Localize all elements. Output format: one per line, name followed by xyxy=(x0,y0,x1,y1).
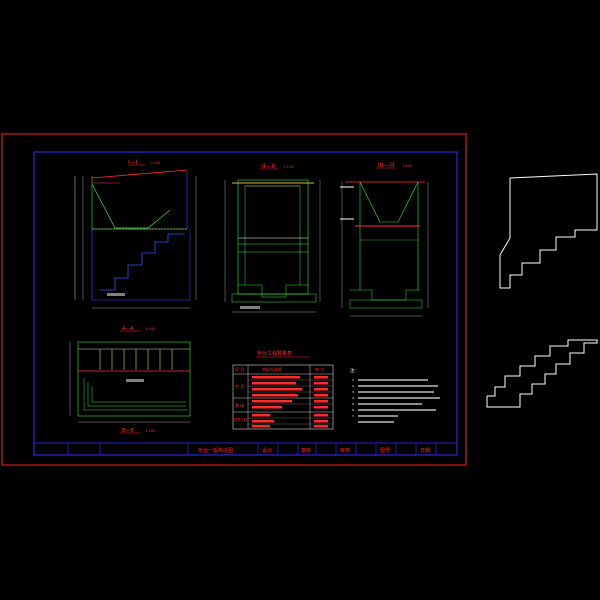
title-review: 复核 xyxy=(301,447,311,454)
title-block: 桥台一般构造图 设计 复核 审核 图号 日期 xyxy=(34,442,457,455)
plan-a-view: A—A 1:100 xyxy=(69,326,191,423)
note-line-5: 5. xyxy=(352,402,355,406)
title-design: 设计 xyxy=(262,447,272,454)
plan-b-title: B—B xyxy=(122,428,134,434)
notes-block: 注: 1. 2. 3. 4. 5. 6. 7. xyxy=(350,367,440,423)
section-1-view: I—I 1:100 xyxy=(74,159,197,309)
plan-a-scale: 1:100 xyxy=(145,327,155,331)
note-line-6: 6. xyxy=(352,408,355,412)
section-3-scale: 1:100 xyxy=(402,164,412,168)
outer-border xyxy=(1,133,467,466)
note-line-2: 2. xyxy=(352,384,355,388)
quantity-table: 桥台工程数量表 xyxy=(232,350,334,430)
notes-heading: 注: xyxy=(350,367,356,374)
table-header-unit: 单 位 xyxy=(315,366,324,372)
table-group-ancillary: 附属工程 xyxy=(234,417,248,422)
section-3-title: III—III xyxy=(378,162,395,169)
section-1-scale: 1:100 xyxy=(150,161,160,165)
table-header-item: 项 目 xyxy=(235,366,244,372)
section-1-title: I—I xyxy=(128,159,138,166)
plan-a-title: A—A xyxy=(122,326,134,332)
section-3-view: III—III 1:100 xyxy=(340,162,429,317)
drawing-name: 桥台一般构造图 xyxy=(198,447,233,454)
plan-b-scale: 1:100 xyxy=(145,429,155,433)
title-sheet-no: 图号 xyxy=(380,448,390,454)
table-title: 桥台工程数量表 xyxy=(257,350,292,357)
side-outline-lower xyxy=(486,339,598,408)
section-2-title: II—II xyxy=(262,163,275,170)
table-group-foundation: 基 础 xyxy=(235,402,244,408)
section-2-scale: 1:100 xyxy=(283,165,293,169)
inner-border xyxy=(33,151,458,456)
note-line-7: 7. xyxy=(352,414,355,418)
table-group-body: 台 身 xyxy=(235,383,244,389)
side-outline-upper xyxy=(499,173,598,289)
table-header-material: 材料及规格 xyxy=(262,366,282,372)
title-approve: 审核 xyxy=(340,447,350,454)
note-line-1: 1. xyxy=(352,378,355,382)
title-date: 日期 xyxy=(420,448,430,454)
section-2-view: II—II 1:100 xyxy=(224,163,321,313)
plan-b-label: B—B 1:100 xyxy=(120,428,155,434)
note-line-4: 4. xyxy=(352,396,355,400)
note-line-3: 3. xyxy=(352,390,355,394)
